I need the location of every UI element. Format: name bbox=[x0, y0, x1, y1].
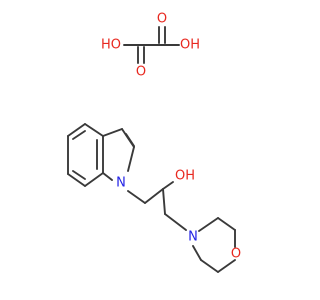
benzene-inner-double-2 bbox=[72, 170, 86, 180]
ch2-n-bond bbox=[164, 213, 187, 231]
benzene-bond-2 bbox=[84, 172, 104, 187]
morpholine-ring: N O bbox=[188, 217, 241, 273]
choh-ch2-bond bbox=[162, 188, 166, 215]
benzene-bond-3 bbox=[67, 173, 86, 187]
morpholine-bond-4 bbox=[217, 259, 236, 273]
indole-n-label: N bbox=[116, 176, 126, 191]
molecule-canvas: O O HO OH N bbox=[67, 11, 242, 273]
pyrrole-bond-3 bbox=[127, 146, 135, 172]
morpholine-bond-5 bbox=[200, 259, 219, 273]
benzene-bond-5 bbox=[67, 123, 86, 137]
structure-drawing: O O HO OH N bbox=[67, 12, 241, 273]
benzene-bond-6 bbox=[84, 123, 104, 137]
morpholine-o-label: O bbox=[231, 247, 241, 262]
ch2-choh-bond bbox=[144, 188, 164, 204]
oxalic-oh-label: OH bbox=[180, 38, 200, 53]
pyrrole-inner-double bbox=[125, 133, 135, 147]
hydroxyl-label: OH bbox=[175, 169, 195, 184]
n-ch2-bond bbox=[127, 190, 146, 204]
oxalic-ho-label: HO bbox=[101, 38, 121, 53]
oxalic-o-top-label: O bbox=[157, 12, 167, 27]
morpholine-bond-1 bbox=[198, 217, 219, 232]
propanol-chain: OH bbox=[127, 169, 195, 231]
oxalic-acid: O O HO OH bbox=[101, 12, 200, 80]
c-oh-bond bbox=[162, 181, 174, 190]
oxalic-o-bottom-label: O bbox=[136, 65, 146, 80]
pyrrole-bond-1 bbox=[102, 128, 123, 137]
morpholine-bond-2 bbox=[217, 217, 236, 231]
pyrrole-bond-4 bbox=[102, 172, 113, 181]
benzene-inner-double-3 bbox=[72, 130, 86, 140]
morpholine-bond-6 bbox=[192, 245, 202, 261]
morpholine-n-label: N bbox=[188, 230, 198, 245]
indole-ring: N bbox=[67, 123, 135, 191]
